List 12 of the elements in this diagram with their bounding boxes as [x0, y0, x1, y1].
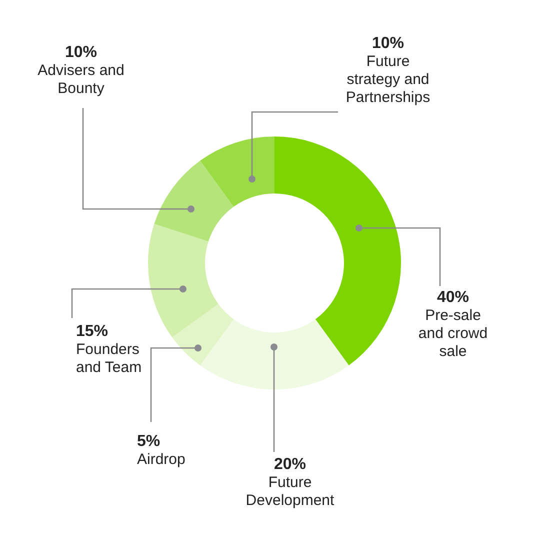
value-label: 10%	[372, 34, 404, 54]
category-label: Advisers and Bounty	[36, 62, 126, 98]
value-label: 10%	[64, 43, 98, 62]
category-label: Founders and Team	[76, 341, 143, 378]
value-label: 15%	[76, 322, 108, 342]
category-label: Future Development	[244, 474, 336, 510]
category-label: Future strategy and Partnerships	[344, 53, 432, 108]
value-label: 5%	[137, 432, 160, 452]
category-label: Airdrop	[137, 451, 186, 470]
value-label: 20%	[274, 455, 306, 474]
category-label: Pre-sale and crowd sale	[417, 307, 489, 362]
value-label: 40%	[436, 288, 470, 308]
